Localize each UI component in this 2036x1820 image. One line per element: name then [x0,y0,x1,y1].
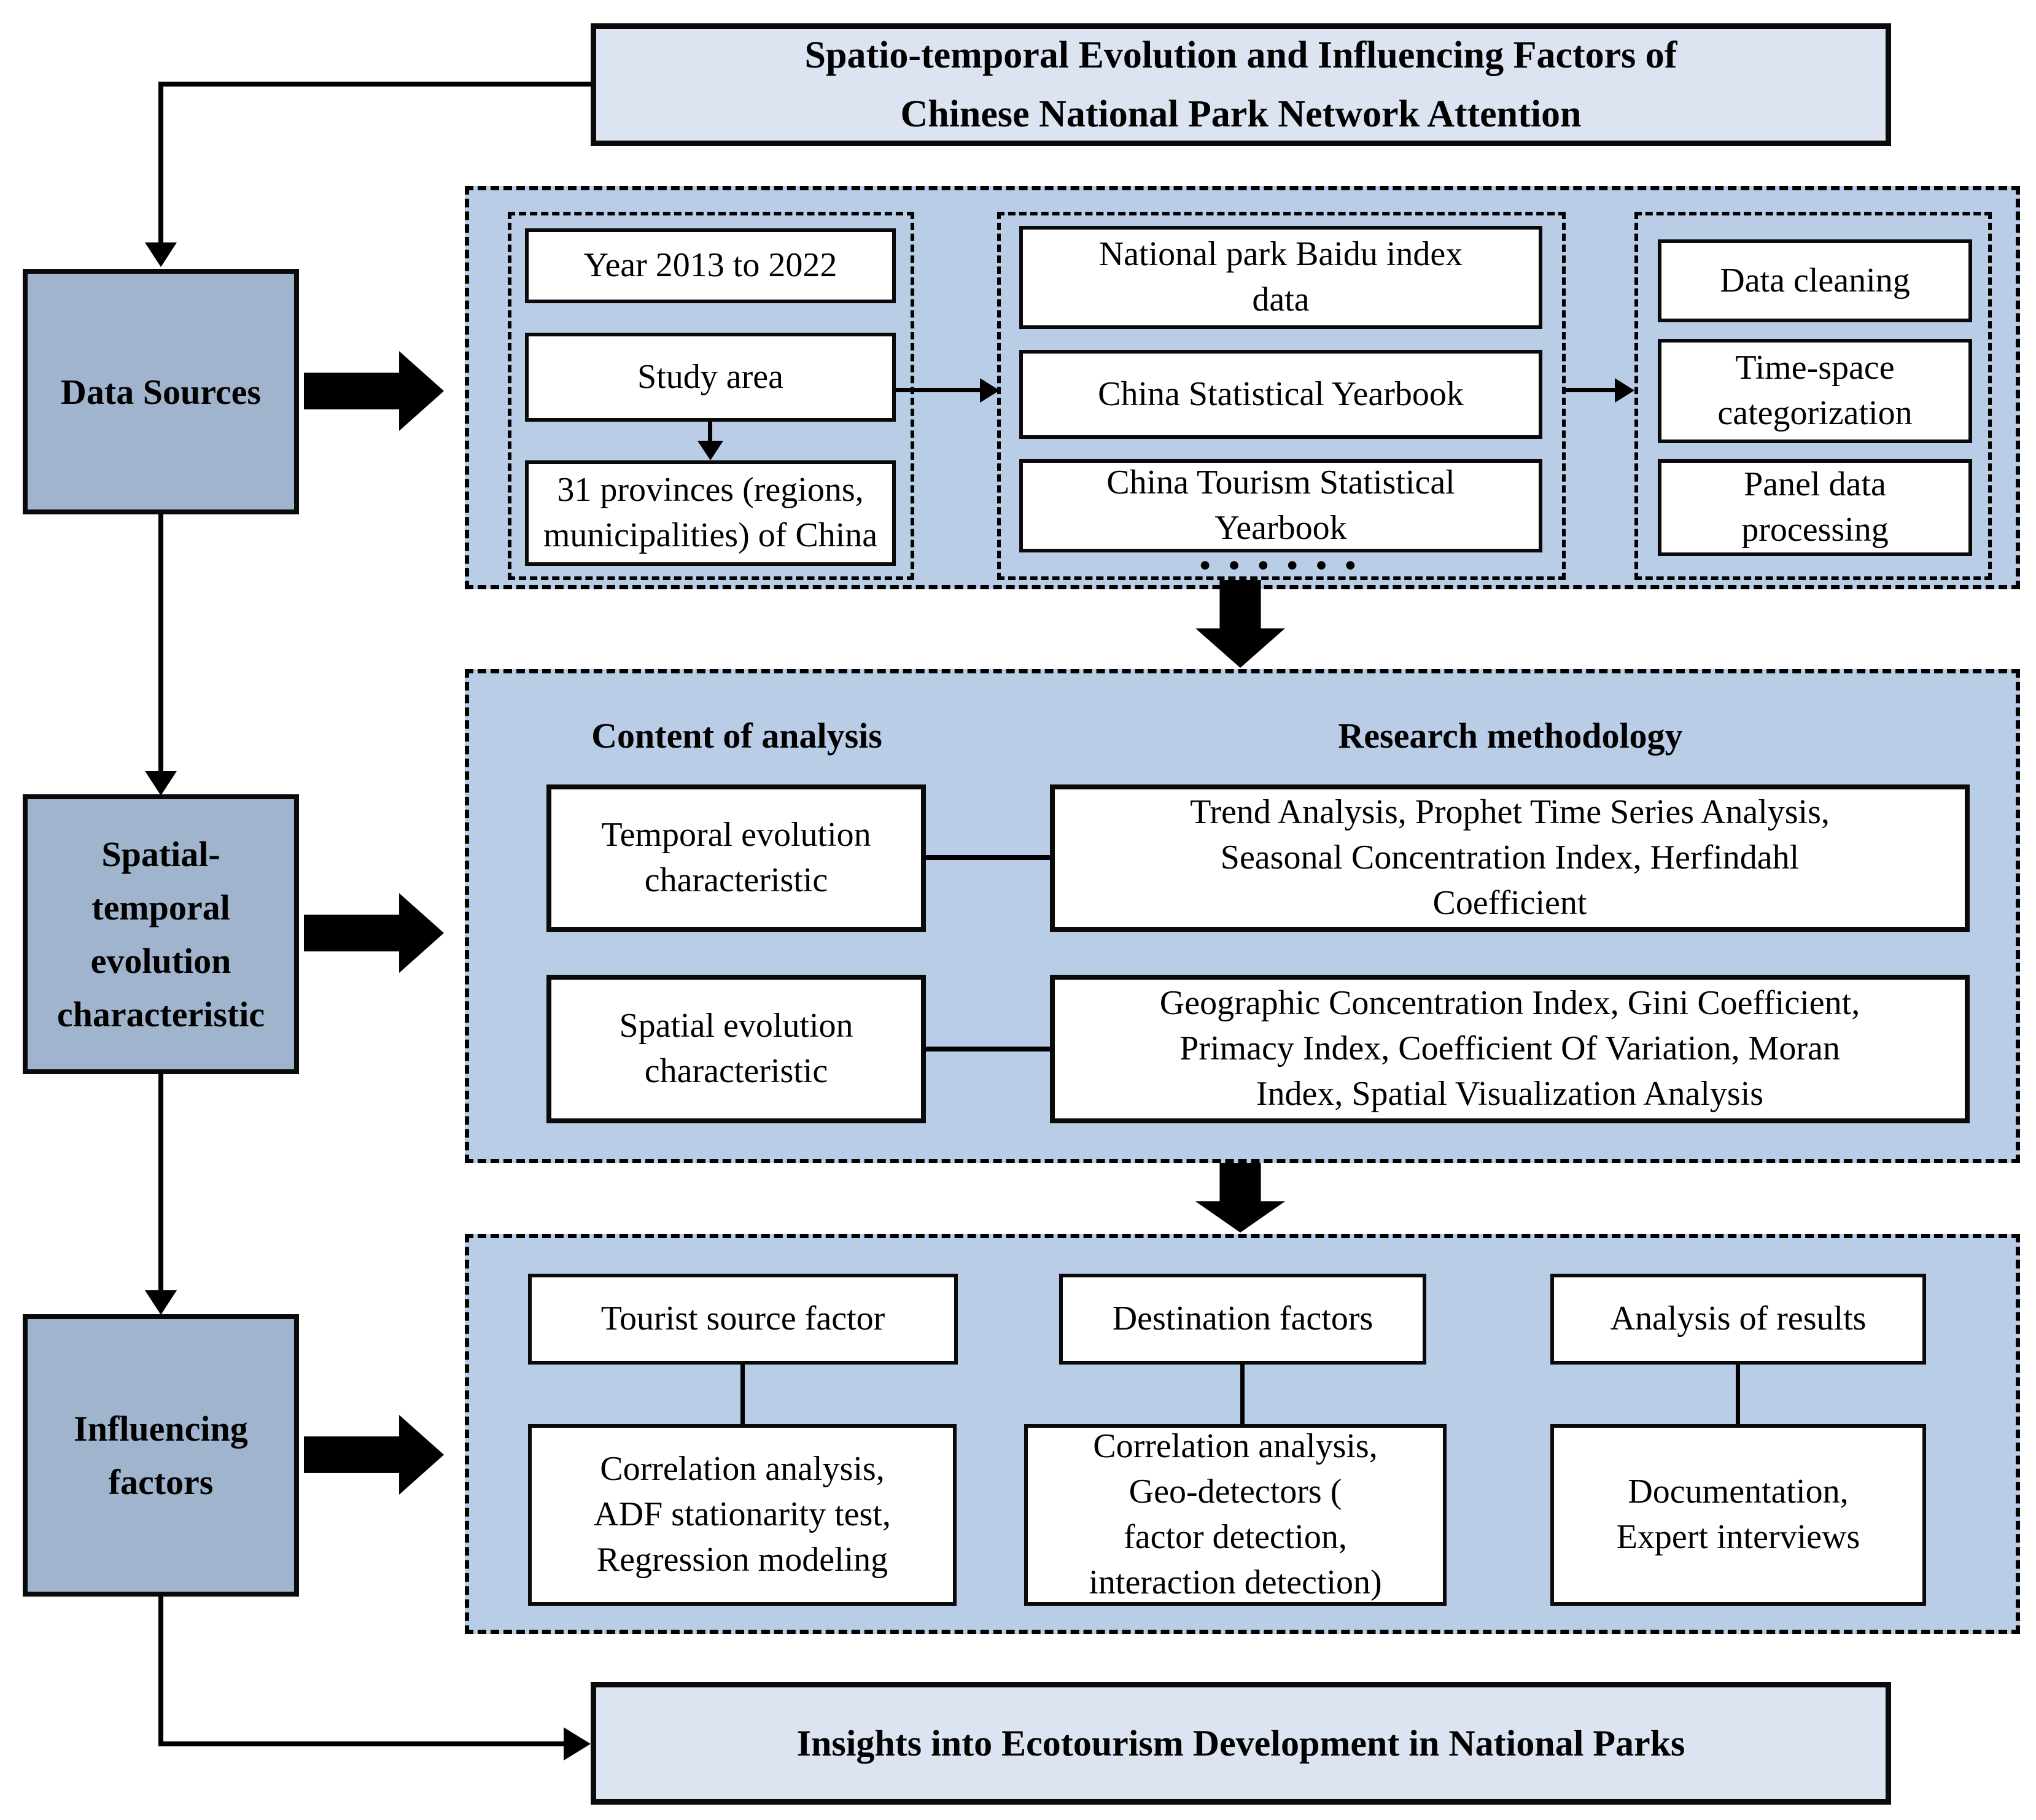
tourist-methods-box: Correlation analysis, ADF stationarity t… [528,1424,957,1606]
more-sources-dots: ● ● ● ● ● ● [1199,552,1362,575]
study-area-box: Study area [525,333,896,422]
connector-title-horizontal [158,82,592,87]
title-banner: Spatio-temporal Evolution and Influencin… [591,23,1891,146]
connector-sidebar-vertical-1 [158,514,163,773]
analysis-of-results-box: Analysis of results [1550,1274,1926,1365]
processing-subcontainer [1634,212,1992,580]
statistical-yearbook-box: China Statistical Yearbook [1019,350,1542,439]
data-cleaning-box: Data cleaning [1658,239,1972,322]
sources-subcontainer [997,212,1566,580]
insights-banner: Insights into Ecotourism Development in … [591,1682,1891,1805]
connector-destination-vertical [1240,1365,1245,1426]
spatial-evolution-box: Spatial evolution characteristic [546,975,926,1123]
block-arrow-influencing-icon [304,1415,444,1495]
research-methodology-heading: Research methodology [1338,716,1683,756]
destination-factors-box: Destination factors [1059,1274,1426,1365]
arrowhead-into-processing [1615,378,1634,403]
block-arrow-down-2-icon [1195,1163,1285,1233]
arrowhead-into-evolution [145,771,177,796]
tourism-yearbook-box: China Tourism Statistical Yearbook [1019,459,1542,552]
connector-results-vertical [1736,1365,1740,1426]
connector-footer-vertical [158,1597,163,1746]
connector-footer-horizontal [158,1741,565,1746]
connector-sidebar-vertical-2 [158,1074,163,1293]
results-methods-box: Documentation, Expert interviews [1550,1424,1926,1606]
scope-subcontainer [508,212,914,580]
connector-title-vertical [158,82,163,242]
destination-methods-box: Correlation analysis, Geo-detectors ( fa… [1024,1424,1447,1606]
baidu-index-box: National park Baidu index data [1019,226,1542,329]
time-space-categorization-box: Time-space categorization [1658,339,1972,443]
connector-scope-to-sources [896,388,982,392]
connector-study-area-vertical [708,422,712,441]
arrowhead-into-sources [980,378,1000,403]
provinces-box: 31 provinces (regions, municipalities) o… [525,460,896,566]
sidebar-data-sources-box: Data Sources [23,269,299,514]
connector-sources-to-processing [1566,388,1616,392]
temporal-methods-box: Trend Analysis, Prophet Time Series Anal… [1050,784,1970,932]
spatial-methods-box: Geographic Concentration Index, Gini Coe… [1050,975,1970,1123]
block-arrow-down-1-icon [1195,580,1285,668]
arrowhead-into-insights [564,1727,591,1760]
temporal-evolution-box: Temporal evolution characteristic [546,784,926,932]
sidebar-evolution-box: Spatial- temporal evolution characterist… [23,794,299,1074]
arrowhead-into-data-sources [145,242,177,267]
arrowhead-into-provinces [697,441,723,460]
block-arrow-evolution-icon [304,893,444,973]
block-arrow-data-sources-icon [304,351,444,431]
connector-spatial-methods [925,1047,1051,1051]
year-range-box: Year 2013 to 2022 [525,228,896,303]
panel-data-processing-box: Panel data processing [1658,459,1972,556]
content-of-analysis-heading: Content of analysis [591,716,882,756]
tourist-source-factor-box: Tourist source factor [528,1274,958,1365]
connector-temporal-methods [925,855,1051,860]
arrowhead-into-influencing [145,1290,177,1315]
connector-tourist-vertical [740,1365,745,1426]
sidebar-influencing-box: Influencing factors [23,1314,299,1597]
